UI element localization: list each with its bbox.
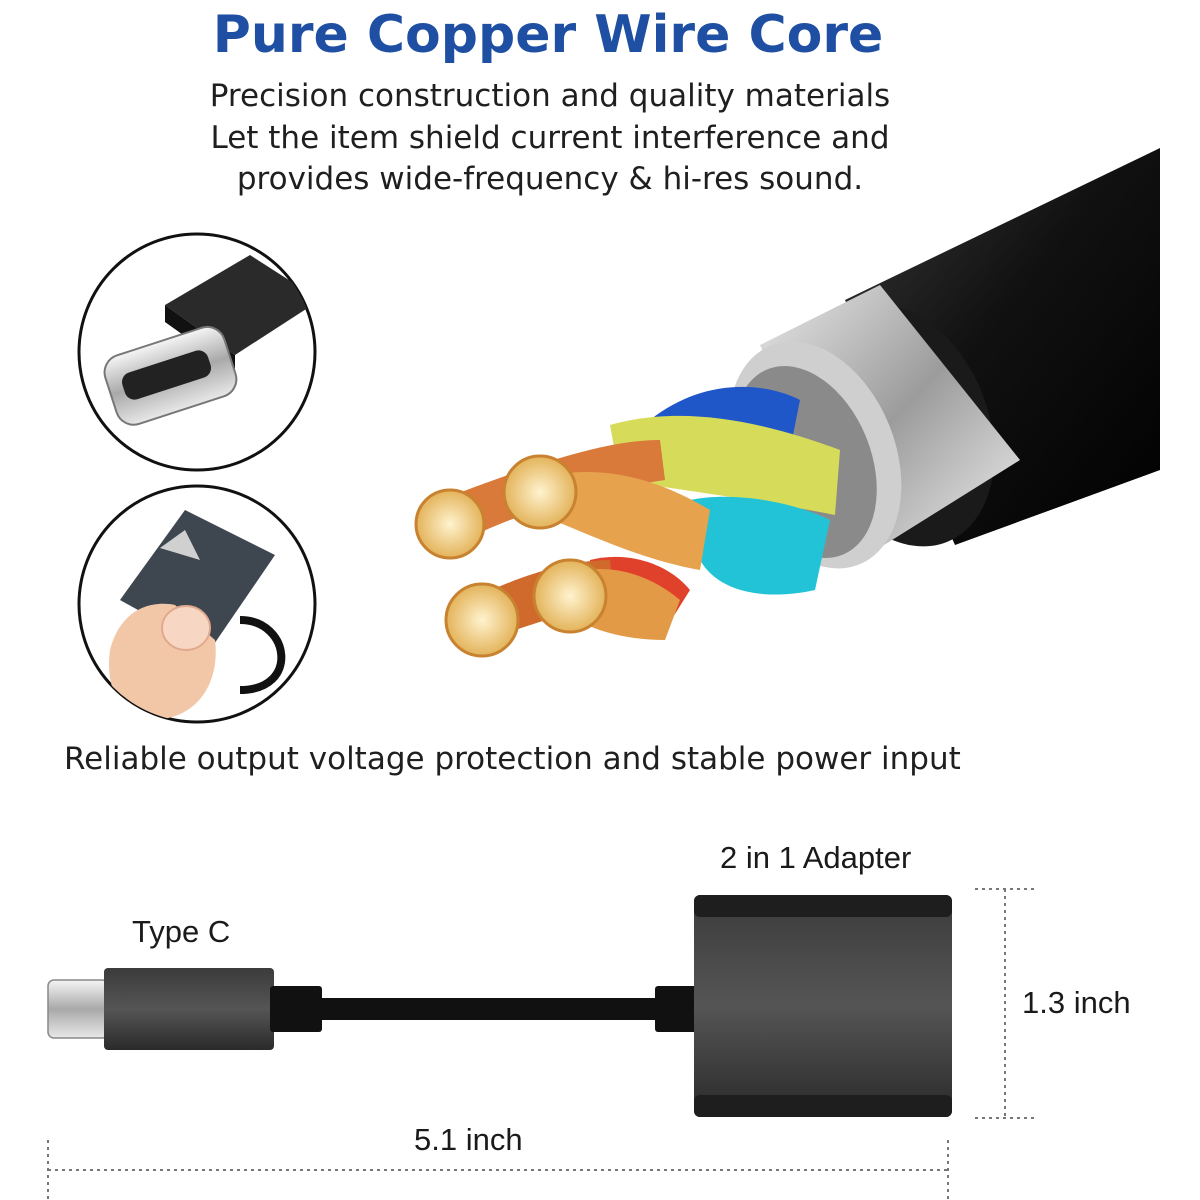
width-dimension-label: 5.1 inch xyxy=(414,1122,523,1157)
cable-cross-section-illustration xyxy=(414,148,1160,658)
adapter-in-hand-closeup xyxy=(77,484,317,724)
description-line-1: Precision construction and quality mater… xyxy=(209,78,891,114)
page-title: Pure Copper Wire Core xyxy=(212,5,884,65)
description-line-3: provides wide-frequency & hi-res sound. xyxy=(236,161,864,197)
usb-c-plug-closeup xyxy=(77,232,317,472)
adapter-label: 2 in 1 Adapter xyxy=(720,840,912,875)
feature-caption: Reliable output voltage protection and s… xyxy=(64,741,961,777)
adapter-dimension-diagram xyxy=(47,888,1035,1200)
type-c-label: Type C xyxy=(132,914,231,949)
description-line-2: Let the item shield current interference… xyxy=(210,120,890,156)
height-dimension-label: 1.3 inch xyxy=(1022,985,1131,1020)
